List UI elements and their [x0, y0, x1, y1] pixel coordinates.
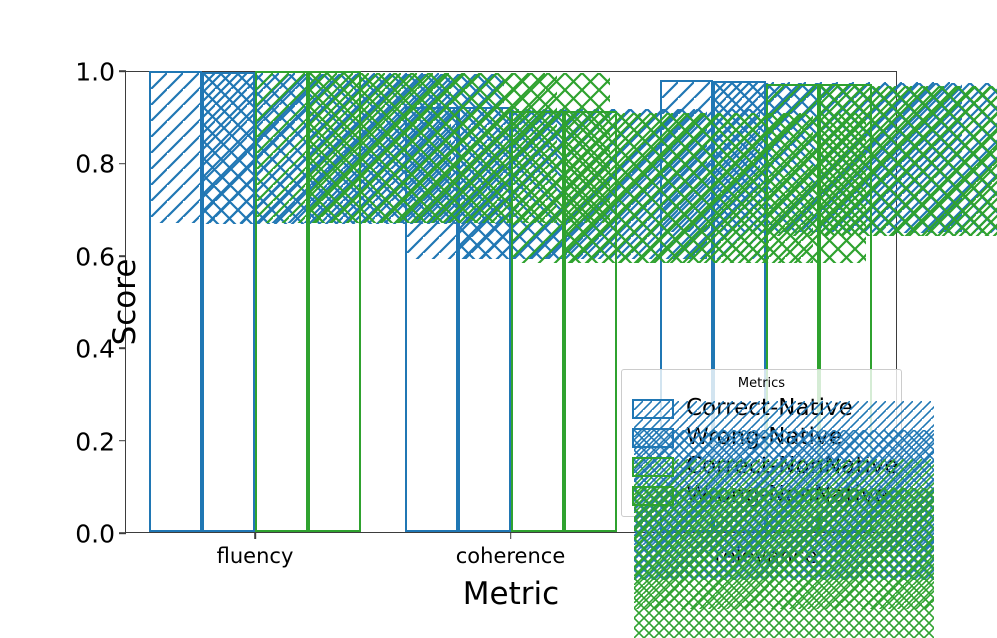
legend-swatch [632, 427, 934, 580]
bar-hatch-fill [310, 73, 610, 224]
y-tick-mark [119, 255, 126, 257]
y-tick-label: 0.4 [75, 334, 115, 364]
bar [255, 71, 557, 532]
y-tick-mark [119, 70, 126, 72]
bar [149, 71, 451, 532]
legend-swatch-hatch [634, 487, 934, 638]
y-tick-mark [119, 347, 126, 350]
bars-layer [126, 71, 997, 532]
y-tick-label: 1.0 [75, 57, 115, 87]
y-tick-label: 0.8 [75, 149, 115, 179]
x-tick-label: coherence [455, 544, 566, 568]
bar [819, 83, 997, 532]
y-tick-label: 0.2 [75, 427, 115, 457]
legend-title: Metrics [737, 376, 786, 391]
legend-entries: Correct-NativeWrong-NativeCorrect-NonNat… [632, 394, 934, 638]
y-tick-label: 0.0 [75, 519, 115, 549]
legend-swatch [632, 456, 934, 609]
x-axis-label: Metric [462, 576, 560, 612]
bar [202, 72, 504, 532]
x-tick-label: fluency [216, 544, 294, 568]
legend-swatch [632, 485, 934, 638]
bar [308, 71, 610, 532]
x-tick-mark [254, 532, 256, 539]
y-tick-label: 0.6 [75, 242, 115, 272]
legend-swatch [632, 398, 934, 551]
legend-entry: Correct-Native [632, 394, 934, 551]
y-tick-mark [119, 440, 126, 442]
legend: Metrics Correct-NativeWrong-NativeCorrec… [621, 369, 934, 638]
x-tick-mark [509, 532, 512, 539]
y-tick-mark [119, 162, 126, 165]
bar-hatch-fill [821, 85, 997, 236]
y-tick-mark [119, 532, 126, 534]
bar [563, 111, 866, 532]
bar-hatch-fill [565, 113, 866, 264]
